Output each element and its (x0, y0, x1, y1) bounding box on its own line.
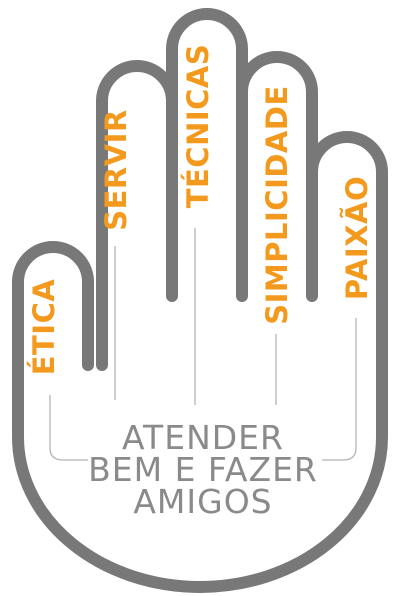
leader-line-etica (49, 395, 88, 461)
center-line-1: ATENDER (122, 418, 284, 457)
center-line-3: AMIGOS (133, 482, 272, 521)
center-line-2: BEM E FAZER (88, 450, 318, 489)
finger-label-paixao: PAIXÃO (340, 176, 374, 300)
leader-line-paixao (322, 318, 357, 461)
finger-label-tecnicas: TÉCNICAS (181, 44, 215, 209)
finger-label-etica: ÉTICA (27, 279, 61, 376)
finger-label-servir: SERVIR (99, 109, 133, 231)
hand-outline (12, 8, 388, 593)
finger-label-simplicidade: SIMPLICIDADE (260, 85, 294, 325)
